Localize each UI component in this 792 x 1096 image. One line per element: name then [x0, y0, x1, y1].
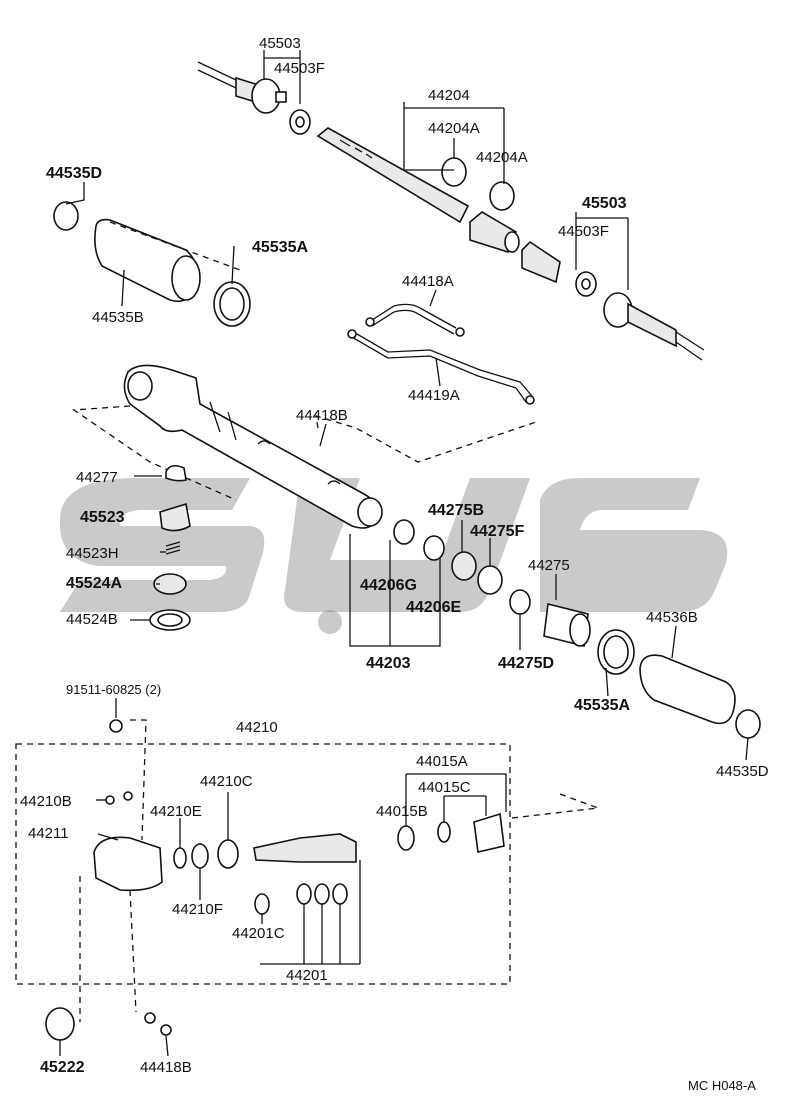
label-44418A: 44418A: [402, 273, 454, 290]
yoke-parts: [149, 464, 191, 631]
label-91511-60825: 91511-60825 (2): [66, 682, 161, 697]
label-44015C: 44015C: [418, 779, 471, 796]
label-44275D: 44275D: [498, 655, 554, 672]
label-44523H: 44523H: [66, 545, 119, 562]
label-44210: 44210: [236, 719, 278, 736]
dashed-leader: [315, 415, 537, 463]
label-44275B: 44275B: [428, 502, 484, 519]
seal-ring: [441, 157, 467, 187]
rack-housing: [123, 364, 383, 529]
label-44204A: 44204A: [476, 149, 528, 166]
label-44201: 44201: [286, 967, 328, 984]
dashed-leader: [129, 889, 137, 1013]
label-44204A: 44204A: [428, 120, 480, 137]
rack-seals: [393, 519, 761, 739]
label-44210B: 44210B: [20, 793, 72, 810]
label-45503: 45503: [582, 195, 627, 212]
label-44418B: 44418B: [140, 1059, 192, 1076]
pipes: [347, 303, 535, 405]
label-44277: 44277: [76, 469, 118, 486]
label-44203: 44203: [366, 655, 411, 672]
label-45222: 45222: [40, 1059, 85, 1076]
label-45535A: 45535A: [252, 239, 308, 256]
label-45523: 45523: [80, 509, 125, 526]
label-44535D: 44535D: [716, 763, 769, 780]
tie-rod-end-left: [197, 61, 311, 135]
label-44211: 44211: [28, 825, 69, 842]
label-44275: 44275: [528, 557, 570, 574]
label-44535B: 44535B: [92, 309, 144, 326]
label-44535D: 44535D: [46, 165, 102, 182]
dashed-leader: [130, 719, 147, 841]
rack-end: [469, 211, 561, 284]
label-44524B: 44524B: [66, 611, 118, 628]
label-44503F: 44503F: [274, 60, 325, 77]
label-44419A: 44419A: [408, 387, 460, 404]
label-44206G: 44206G: [360, 577, 417, 594]
rack-bar: [316, 127, 470, 224]
drawing-code: MC H048-A: [688, 1078, 756, 1093]
label-45524A: 45524A: [66, 575, 122, 592]
dashed-leader: [511, 793, 599, 819]
label-44275F: 44275F: [470, 523, 524, 540]
seal-ring: [489, 181, 515, 211]
label-44536B: 44536B: [646, 609, 698, 626]
label-44210E: 44210E: [150, 803, 202, 820]
dashed-leader: [72, 405, 237, 501]
label-44503F: 44503F: [558, 223, 609, 240]
valve-assembly: [45, 719, 505, 1041]
leader-lines: [59, 50, 749, 1057]
label-44210F: 44210F: [172, 901, 223, 918]
label-44015B: 44015B: [376, 803, 428, 820]
valve-assembly-frame: [15, 743, 511, 985]
label-44210C: 44210C: [200, 773, 253, 790]
label-45535A: 45535A: [574, 697, 630, 714]
label-44206E: 44206E: [406, 599, 461, 616]
label-44201C: 44201C: [232, 925, 285, 942]
tie-rod-end-right: [575, 271, 705, 361]
label-44418B: 44418B: [296, 407, 348, 424]
label-45503: 45503: [259, 35, 301, 52]
boot-left: [53, 201, 251, 327]
label-44015A: 44015A: [416, 753, 468, 770]
label-44204: 44204: [428, 87, 470, 104]
